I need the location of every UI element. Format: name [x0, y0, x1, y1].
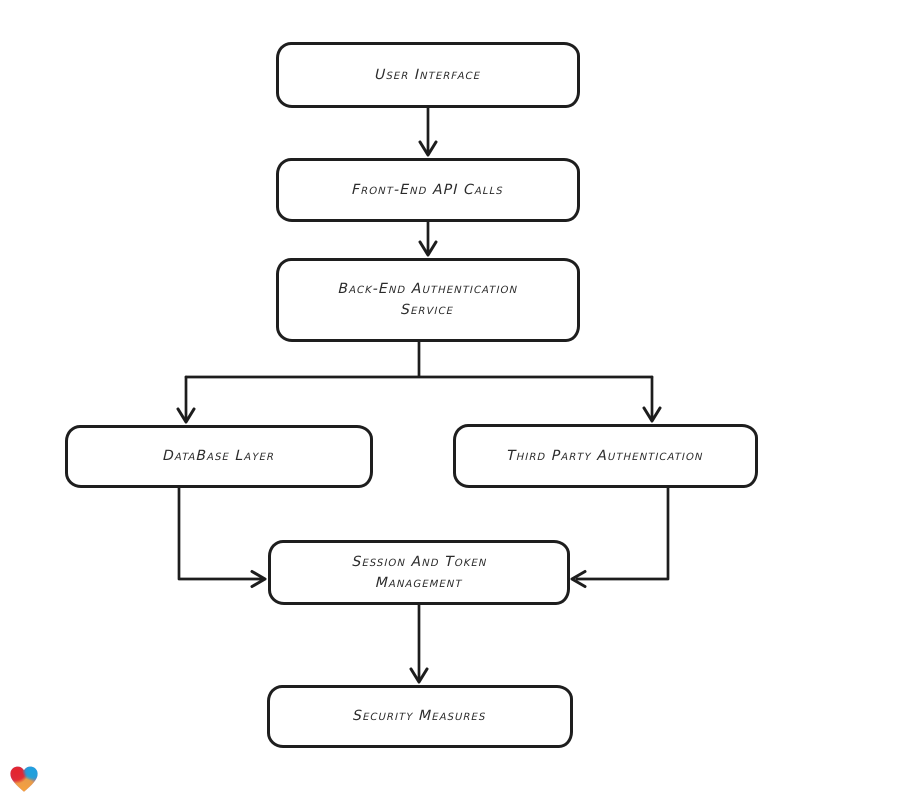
- edge-user-interface-to-front-end-api-calls: [418, 106, 438, 157]
- edge-back-end-authentication-service-to-third-party-authentication: [642, 375, 662, 423]
- node-database-layer-label: DataBase Layer: [162, 448, 276, 464]
- node-database-layer[interactable]: DataBase Layer: [65, 425, 373, 488]
- node-back-end-authentication-service[interactable]: Back-End Authentication Service: [276, 258, 580, 342]
- edge-back-end-authentication-service-to-database-layer: [176, 375, 196, 424]
- node-session-and-token-management[interactable]: Session And Token Management: [268, 540, 570, 605]
- edge-branch-trunk: [184, 340, 654, 379]
- edge-session-and-token-management-to-security-measures: [409, 603, 429, 684]
- whimsical-heart-logo[interactable]: [9, 764, 39, 795]
- edge-database-layer-to-session-and-token-management: [177, 486, 267, 588]
- node-third-party-authentication[interactable]: Third Party Authentication: [453, 424, 758, 488]
- heart-gradient-fill: [10, 766, 38, 792]
- node-third-party-authentication-label: Third Party Authentication: [506, 447, 705, 464]
- edge-third-party-authentication-to-session-and-token-management: [570, 486, 670, 588]
- node-security-measures-label: Security Measures: [353, 708, 487, 724]
- node-user-interface[interactable]: User Interface: [276, 42, 580, 108]
- node-front-end-api-calls-label: Front-End API Calls: [351, 181, 505, 198]
- node-security-measures[interactable]: Security Measures: [267, 685, 573, 748]
- node-user-interface-label: User Interface: [374, 66, 482, 83]
- node-session-and-token-management-label: Session And Token Management: [351, 553, 488, 591]
- node-front-end-api-calls[interactable]: Front-End API Calls: [276, 158, 580, 222]
- edge-front-end-api-calls-to-back-end-authentication-service: [418, 220, 438, 257]
- node-back-end-authentication-service-label: Back-End Authentication Service: [338, 281, 519, 318]
